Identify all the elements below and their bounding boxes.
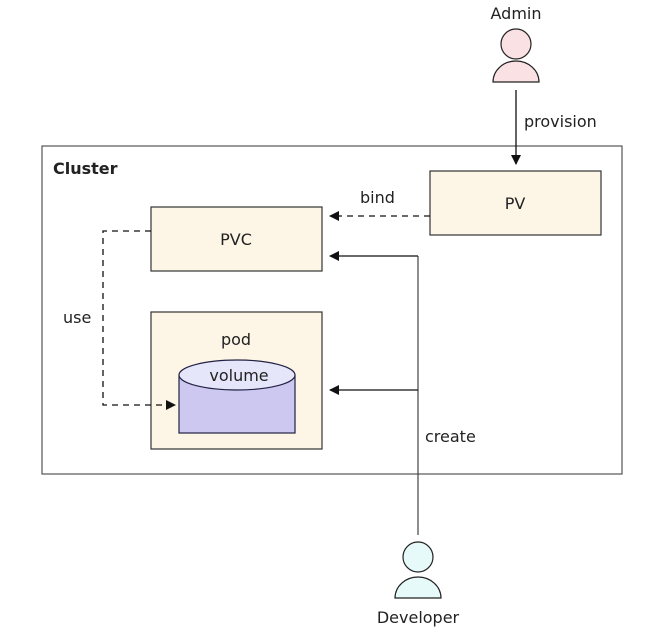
use-line	[102, 230, 176, 410]
volume-top	[178, 359, 296, 391]
cluster-label: Cluster	[53, 159, 118, 178]
developer-actor[interactable]: Developer	[377, 541, 460, 627]
pv-node[interactable]: PV	[429, 170, 602, 236]
admin-head	[500, 28, 532, 60]
pod-label: pod	[221, 330, 251, 349]
pod-node[interactable]: pod volume	[150, 311, 323, 450]
use-label: use	[63, 308, 91, 327]
bind-label: bind	[360, 188, 395, 207]
bind-edge: bind	[329, 188, 430, 221]
pvc-box	[150, 206, 323, 272]
person-icon	[492, 28, 540, 83]
volume-node[interactable]: volume	[178, 359, 296, 434]
developer-label: Developer	[377, 608, 460, 627]
pvc-label: PVC	[220, 230, 252, 249]
volume-label: volume	[209, 366, 268, 385]
admin-label: Admin	[491, 4, 542, 23]
pv-box	[429, 170, 602, 236]
provision-edge: provision	[511, 90, 597, 165]
developer-head	[402, 541, 434, 573]
admin-actor[interactable]: Admin	[491, 4, 542, 83]
create-edge: create	[329, 251, 476, 535]
create-label: create	[425, 427, 476, 446]
pv-label: PV	[505, 194, 526, 213]
developer-body	[394, 576, 442, 599]
admin-body	[492, 60, 540, 83]
pvc-node[interactable]: PVC	[150, 206, 323, 272]
person-icon	[394, 541, 442, 599]
provision-label: provision	[524, 112, 597, 131]
use-edge: use	[63, 230, 176, 410]
